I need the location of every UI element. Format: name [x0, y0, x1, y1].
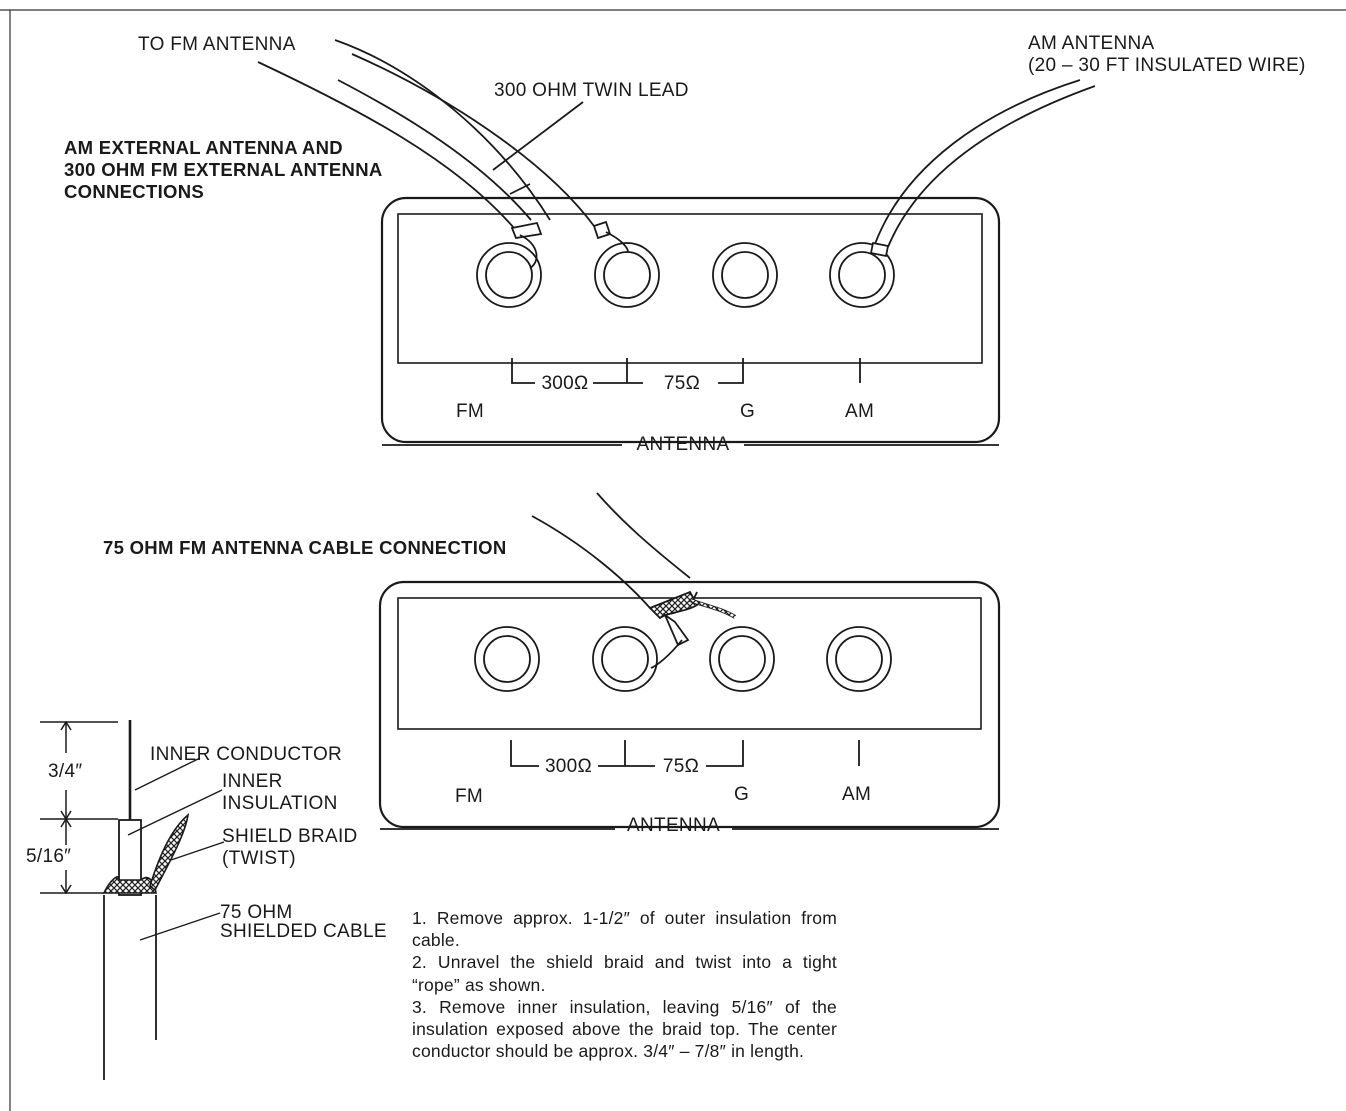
inner-insulation-line2: INSULATION: [222, 793, 338, 814]
dimension-lines: [40, 720, 118, 895]
bottom-terminal-g: [709, 626, 775, 692]
bottom-impedance-75-label: 75Ω: [662, 756, 700, 777]
instructions: 1. Remove approx. 1-1/2″ of outer insula…: [412, 907, 837, 1062]
bottom-terminal-fm: [474, 626, 540, 692]
bottom-g-label: G: [734, 784, 750, 805]
dim-insulation-label: 5/16″: [22, 846, 76, 868]
top-terminal-g: [712, 242, 778, 308]
top-terminal-fm: [476, 242, 542, 308]
dim-inner-label: 3/4″: [44, 761, 87, 783]
top-heading-line2: 300 OHM FM EXTERNAL ANTENNA: [64, 159, 383, 180]
shielded-cable-label: 75 OHM SHIELDED CABLE: [220, 903, 387, 941]
top-heading-line1: AM EXTERNAL ANTENNA AND: [64, 137, 343, 158]
coax-cable-stripped: [102, 720, 225, 1080]
instruction-step: 1. Remove approx. 1-1/2″ of outer insula…: [412, 908, 837, 951]
shield-braid-line1: SHIELD BRAID: [222, 826, 358, 847]
to-fm-antenna-label: TO FM ANTENNA: [138, 34, 296, 55]
am-antenna-label-line1: AM ANTENNA: [1028, 33, 1155, 54]
am-antenna-label-line2: (20 – 30 FT INSULATED WIRE): [1028, 55, 1306, 76]
top-am-label: AM: [845, 401, 875, 422]
inner-insulation-label: INNER INSULATION: [222, 771, 338, 815]
top-impedance-75-label: 75Ω: [663, 373, 701, 394]
shielded-cable-line1: 75 OHM: [220, 902, 293, 923]
bottom-terminal-300: [592, 626, 658, 692]
inner-insulation-line1: INNER: [222, 771, 283, 792]
inner-conductor-label: INNER CONDUCTOR: [150, 744, 343, 765]
top-terminal-300: [594, 242, 660, 308]
top-terminal-block: [380, 196, 1001, 444]
coax-cable-connected: [531, 492, 737, 669]
shield-braid-label: SHIELD BRAID (TWIST): [222, 826, 358, 870]
twin-lead-label: 300 OHM TWIN LEAD: [494, 80, 689, 101]
instruction-step: 3. Remove inner insulation, leaving 5/16…: [412, 996, 837, 1062]
top-impedance-300-label: 300Ω: [541, 373, 589, 394]
bottom-fm-label: FM: [455, 786, 484, 807]
bottom-am-label: AM: [842, 784, 872, 805]
shield-braid-line2: (TWIST): [222, 848, 296, 869]
top-impedance-brackets: [382, 358, 999, 446]
top-diagram-heading: AM EXTERNAL ANTENNA AND 300 OHM FM EXTER…: [64, 137, 383, 203]
top-antenna-label: ANTENNA: [636, 434, 730, 455]
bottom-impedance-brackets: [380, 740, 999, 830]
bottom-terminal-am: [826, 626, 892, 692]
instruction-step: 2. Unravel the shield braid and twist in…: [412, 952, 837, 995]
shielded-cable-line2: SHIELDED CABLE: [220, 921, 387, 942]
top-g-label: G: [740, 401, 756, 422]
twin-lead-cable: [257, 39, 629, 269]
am-antenna-label: AM ANTENNA (20 – 30 FT INSULATED WIRE): [1028, 33, 1306, 77]
bottom-impedance-300-label: 300Ω: [544, 756, 593, 777]
top-terminal-am: [829, 242, 895, 308]
top-fm-label: FM: [456, 401, 485, 422]
top-heading-line3: CONNECTIONS: [64, 181, 204, 202]
am-antenna-wire: [869, 79, 1096, 258]
bottom-antenna-label: ANTENNA: [627, 815, 720, 836]
bottom-diagram-heading: 75 OHM FM ANTENNA CABLE CONNECTION: [103, 537, 507, 558]
